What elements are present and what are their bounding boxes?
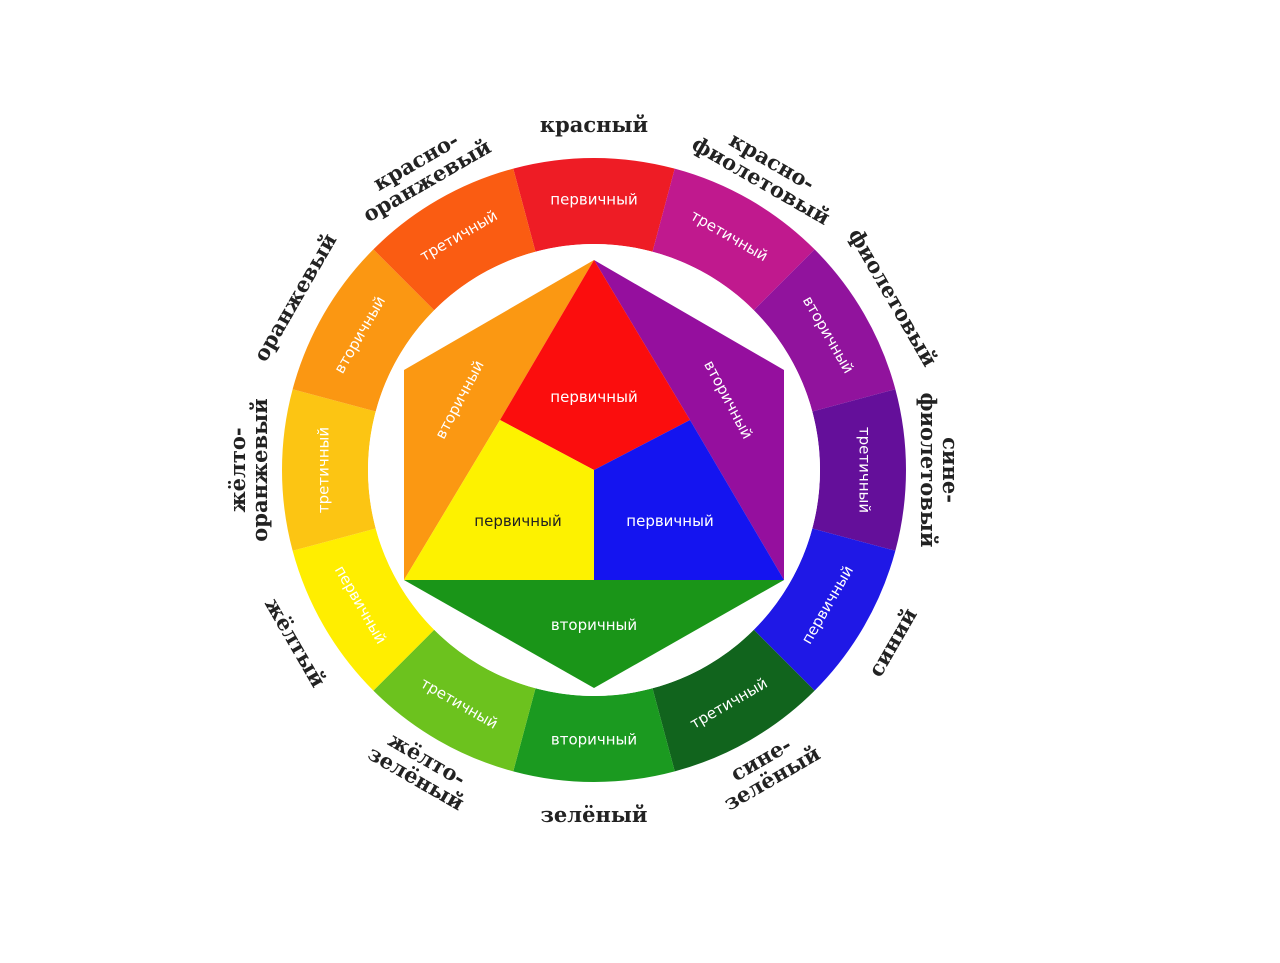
color-name-line: зелёный [541, 802, 648, 827]
color-name-line: красный [540, 112, 648, 137]
ring-segment [513, 688, 675, 782]
ring-segment [753, 249, 896, 412]
green-triangle-label: вторичный [551, 616, 637, 634]
red-triangle-label: первичный [550, 388, 637, 406]
red-primary-triangle [500, 260, 690, 470]
yellow-triangle-label: первичный [474, 512, 561, 530]
color-name-line: оранжевый [247, 398, 272, 541]
ring-segments: первичный третичный вторичный третичный перв… [282, 158, 906, 782]
ring-segment [652, 168, 815, 311]
inner-hexagon: первичный первичный первичный вторичный … [404, 260, 784, 688]
violet-secondary-triangle [594, 260, 784, 580]
ring-segment [292, 249, 435, 412]
ring-segment [753, 528, 896, 691]
ring-segment-role-label: первичный [550, 191, 637, 209]
color-name-label: сине-фиолетовый [916, 393, 963, 548]
blue-triangle-label: первичный [626, 512, 713, 530]
ring-segment-role-label: третичный [315, 427, 333, 513]
color-name-label: зелёный [541, 802, 648, 827]
color-name-line: сине- [938, 437, 963, 503]
ring-segment-role-label: вторичный [551, 731, 637, 749]
ring-segment [373, 168, 536, 311]
orange-secondary-triangle [404, 260, 594, 580]
ring-segment [652, 629, 815, 772]
color-name-label: жёлто-оранжевый [225, 398, 272, 541]
color-name-label: красный [540, 112, 648, 137]
blue-primary-triangle [594, 420, 784, 580]
ring-segment [282, 389, 376, 551]
yellow-primary-triangle [404, 420, 594, 580]
ring-segment-role-label: третичный [856, 427, 874, 513]
ring-segment [513, 158, 675, 252]
ring-segment [812, 389, 906, 551]
color-name-line: синий [863, 604, 922, 681]
ring-segment [373, 629, 536, 772]
color-name-line: фиолетовый [916, 393, 941, 548]
color-name-label: синий [863, 604, 922, 681]
green-secondary-triangle [404, 580, 784, 688]
color-name-line: жёлто- [225, 427, 250, 512]
ring-segment [292, 528, 435, 691]
